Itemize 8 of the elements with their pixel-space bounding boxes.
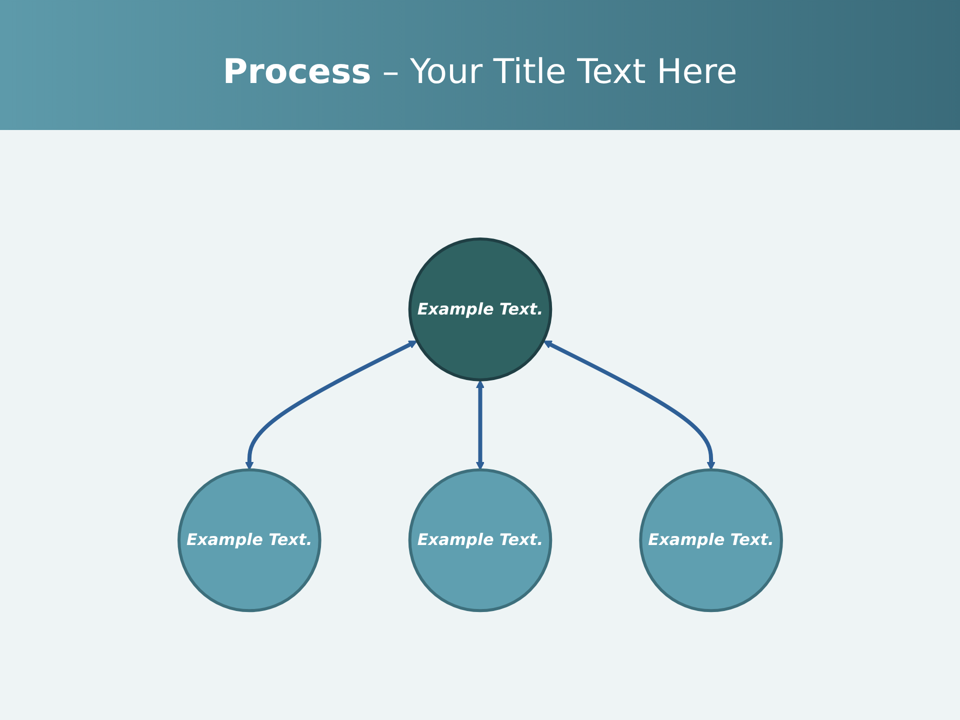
node-circle: Example Text. (408, 238, 552, 382)
arrow (244, 340, 418, 470)
node-circle: Example Text. (638, 468, 783, 612)
arrow (476, 380, 484, 470)
node-circle: Example Text. (177, 468, 322, 612)
title: Process – Your Title Text Here (222, 52, 738, 92)
node-circle: Example Text. (408, 468, 552, 612)
arrow (542, 340, 716, 470)
